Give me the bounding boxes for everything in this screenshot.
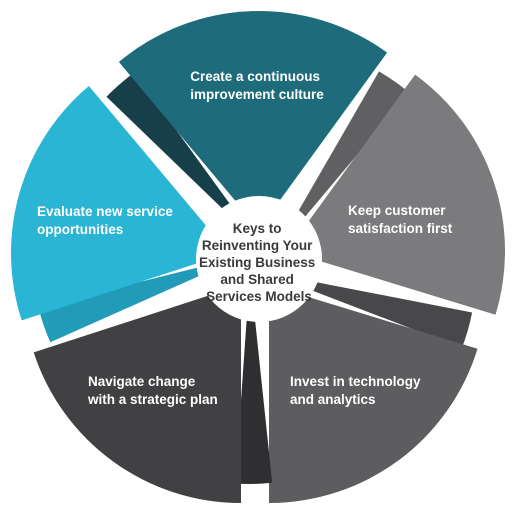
segment-shadow-customer [273,71,410,256]
segment-opportunities [11,86,230,321]
segment-shadow-culture [106,72,259,244]
segments-layer [11,11,506,503]
center-title-line-3: Existing Business [199,255,315,270]
segment-label-change: Navigate change with a strategic plan [87,374,218,407]
center-title-line-2: Reinventing Your [202,238,313,253]
segment-label-change-line-2: with a strategic plan [87,392,218,407]
center-circle [196,196,322,322]
center-title: Keys to Reinventing Your Existing Busine… [199,221,319,304]
segment-label-customer-line-1: Keep customer [348,203,446,218]
segment-label-technology: Invest in technology and analytics [290,374,424,407]
segment-customer [287,74,506,315]
segment-shadow-change [235,272,273,484]
center-title-line-4: and Shared [220,272,294,287]
segment-label-customer: Keep customer satisfaction first [348,203,453,236]
segment-technology [269,285,478,503]
labels-layer: Create a continuous improvement culture … [37,69,453,407]
center-title-line-5: Services Models [206,289,312,304]
segment-label-technology-line-2: and analytics [290,392,376,407]
segment-label-culture-line-2: improvement culture [190,87,324,102]
segment-label-opportunities: Evaluate new service opportunities [37,204,177,237]
segment-label-culture-line-1: Create a continuous [190,69,320,84]
center-title-line-1: Keys to [233,221,282,236]
segment-label-opportunities-line-2: opportunities [37,222,123,237]
segment-shadow-opportunities [38,256,244,343]
segment-label-opportunities-line-1: Evaluate new service [37,204,173,219]
segment-culture [118,11,388,230]
segment-shadow-technology [264,272,473,348]
segment-label-change-line-1: Navigate change [88,374,196,389]
segment-label-technology-line-1: Invest in technology [290,374,421,389]
segment-change [33,285,242,503]
segment-label-culture: Create a continuous improvement culture [190,69,324,102]
segment-label-customer-line-2: satisfaction first [348,221,453,236]
center-hub: Keys to Reinventing Your Existing Busine… [196,196,322,322]
